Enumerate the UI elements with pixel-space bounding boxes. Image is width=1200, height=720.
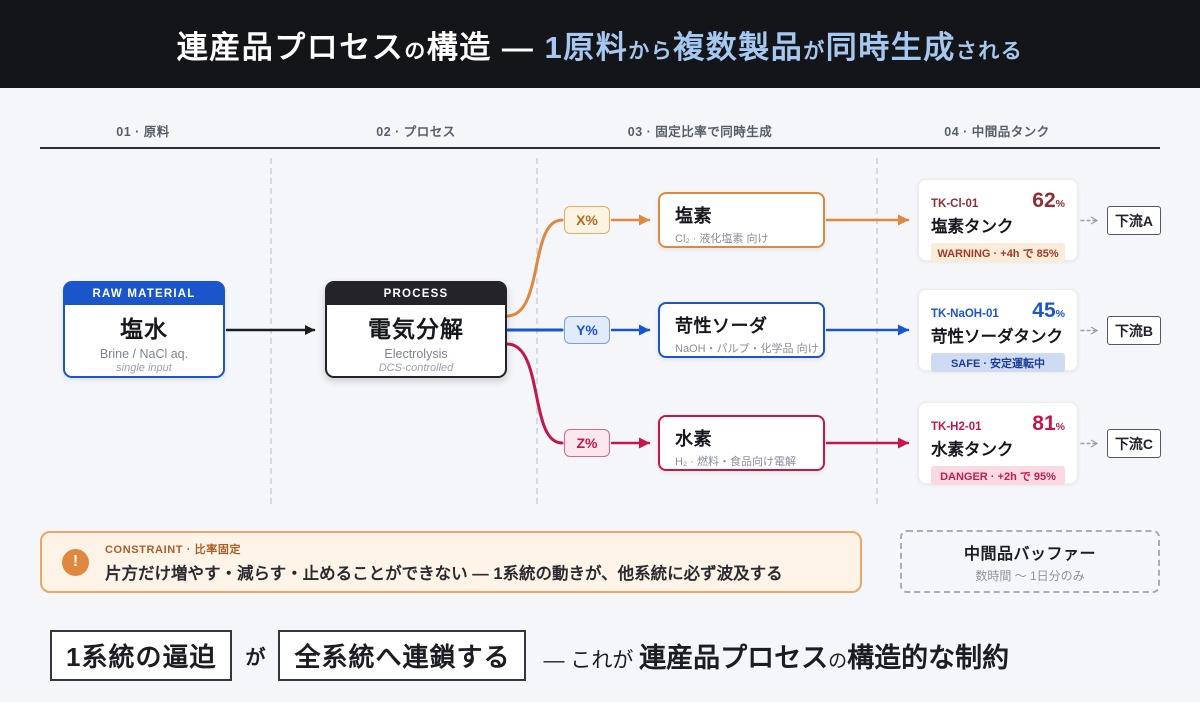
text-segment: 連産品プロセス	[639, 642, 829, 673]
curve-process-to-x	[505, 218, 564, 318]
takeaway-tail: ― これが 連産品プロセスの構造的な制約	[543, 636, 1009, 675]
text-segment: ― これが	[543, 648, 640, 672]
tank-id: TK-Cl-01	[931, 198, 979, 210]
ratio-chip-x: X%	[564, 206, 610, 234]
text-segment: される	[955, 39, 1024, 63]
downstream-box-a: 下流A	[1107, 206, 1161, 235]
text-segment: ―	[491, 29, 545, 65]
product-title: 塩素	[675, 206, 712, 226]
exclamation-icon: !	[62, 548, 89, 576]
tank-id: TK-H2-01	[931, 421, 982, 433]
text-segment: が	[803, 39, 826, 63]
tank-name: 水素タンク	[931, 441, 1014, 459]
takeaway-particle: が	[245, 646, 266, 669]
tank-status-badge: SAFE · 安定運転中	[931, 353, 1065, 372]
process-title: 電気分解	[368, 316, 464, 342]
tank-name: 塩素タンク	[931, 218, 1014, 236]
text-segment: 同時生成	[825, 29, 956, 65]
column-header-rule	[40, 147, 1160, 149]
tank-level: 62%	[1032, 189, 1065, 212]
tank-level: 81%	[1032, 412, 1065, 435]
raw-material-tag: RAW MATERIAL	[65, 283, 223, 305]
product-title: 苛性ソーダ	[675, 316, 768, 336]
tank-header-row: TK-NaOH-01 45%	[931, 299, 1065, 323]
buffer-subtitle: 数時間 〜 1日分のみ	[975, 568, 1085, 583]
column-label-tank: 04 · 中間品タンク	[944, 125, 1050, 139]
process-note: DCS-controlled	[378, 362, 454, 374]
text-segment: の	[404, 39, 427, 63]
column-label-coproduct: 03 · 固定比率で同時生成	[627, 125, 773, 139]
product-subtitle: NaOH・パルプ・化学品 向け	[675, 343, 819, 355]
text-segment: の	[828, 650, 848, 672]
raw-material-node: RAW MATERIAL 塩水 Brine / NaCl aq. single …	[63, 281, 225, 378]
ratio-chip-z: Z%	[564, 429, 610, 457]
process-node: PROCESS 電気分解 Electrolysis DCS-controlled	[325, 281, 507, 378]
takeaway-box-squeeze: 1系統の逼迫	[50, 629, 233, 681]
product-subtitle: H₂ · 燃料・食品向け電解	[675, 456, 796, 468]
raw-material-subtitle: Brine / NaCl aq.	[99, 347, 189, 361]
text-segment: 連産品プロセス	[176, 29, 405, 65]
buffer-box: 中間品バッファー 数時間 〜 1日分のみ	[900, 530, 1160, 593]
constraint-note: ! CONSTRAINT · 比率固定 片方だけ増やす・減らす・止めることができ…	[40, 531, 862, 593]
page-title: 連産品プロセスの構造 ― 1原料から複数製品が同時生成される	[0, 0, 1200, 88]
page-title-text: 連産品プロセスの構造 ― 1原料から複数製品が同時生成される	[177, 22, 1023, 67]
tank-header-row: TK-H2-01 81%	[931, 412, 1065, 436]
curve-process-to-z	[505, 342, 564, 445]
product-box-chlorine: 塩素 Cl₂ · 液化塩素 向け	[658, 192, 825, 248]
tank-level: 45%	[1032, 299, 1065, 322]
product-title: 水素	[675, 429, 712, 449]
downstream-box-b: 下流B	[1107, 316, 1161, 345]
raw-material-title: 塩水	[120, 316, 168, 342]
text-segment: 構造	[426, 29, 492, 65]
text-segment: 複数製品	[673, 29, 804, 65]
constraint-label: CONSTRAINT · 比率固定	[105, 543, 242, 556]
product-box-hydrogen: 水素 H₂ · 燃料・食品向け電解	[658, 415, 825, 471]
constraint-body: CONSTRAINT · 比率固定 片方だけ増やす・減らす・止めることができない…	[105, 541, 783, 584]
text-segment: 構造的な制約	[847, 642, 1010, 673]
column-label-raw: 01 · 原料	[116, 125, 170, 139]
tank-card-caustic-soda: TK-NaOH-01 45% 苛性ソーダタンク SAFE · 安定運転中	[918, 289, 1078, 372]
column-label-process: 02 · プロセス	[376, 125, 456, 139]
ratio-chip-y: Y%	[564, 316, 610, 344]
tank-name: 苛性ソーダタンク	[931, 328, 1063, 346]
product-subtitle: Cl₂ · 液化塩素 向け	[675, 233, 769, 245]
process-tag: PROCESS	[327, 283, 505, 305]
constraint-text: 片方だけ増やす・減らす・止めることができない ― 1系統の動きが、他系統に必ず波…	[105, 564, 783, 583]
tank-status-badge: DANGER · +2h で 95%	[931, 466, 1065, 485]
tank-header-row: TK-Cl-01 62%	[931, 189, 1065, 213]
tank-id: TK-NaOH-01	[931, 308, 999, 320]
takeaway-line: 1系統の逼迫 が 全系統へ連鎖する ― これが 連産品プロセスの構造的な制約	[50, 627, 1009, 683]
tank-card-chlorine: TK-Cl-01 62% 塩素タンク WARNING · +4h で 85%	[918, 179, 1078, 262]
tank-card-hydrogen: TK-H2-01 81% 水素タンク DANGER · +2h で 95%	[918, 402, 1078, 485]
takeaway-box-cascade: 全系統へ連鎖する	[278, 629, 527, 681]
tank-status-badge: WARNING · +4h で 85%	[931, 243, 1065, 262]
buffer-title: 中間品バッファー	[963, 545, 1096, 563]
process-subtitle: Electrolysis	[384, 347, 448, 361]
text-segment: から	[628, 39, 674, 63]
product-box-caustic-soda: 苛性ソーダ NaOH・パルプ・化学品 向け	[658, 302, 825, 358]
text-segment: 1原料	[544, 29, 629, 65]
raw-material-note: single input	[116, 362, 172, 374]
downstream-box-c: 下流C	[1107, 429, 1161, 458]
